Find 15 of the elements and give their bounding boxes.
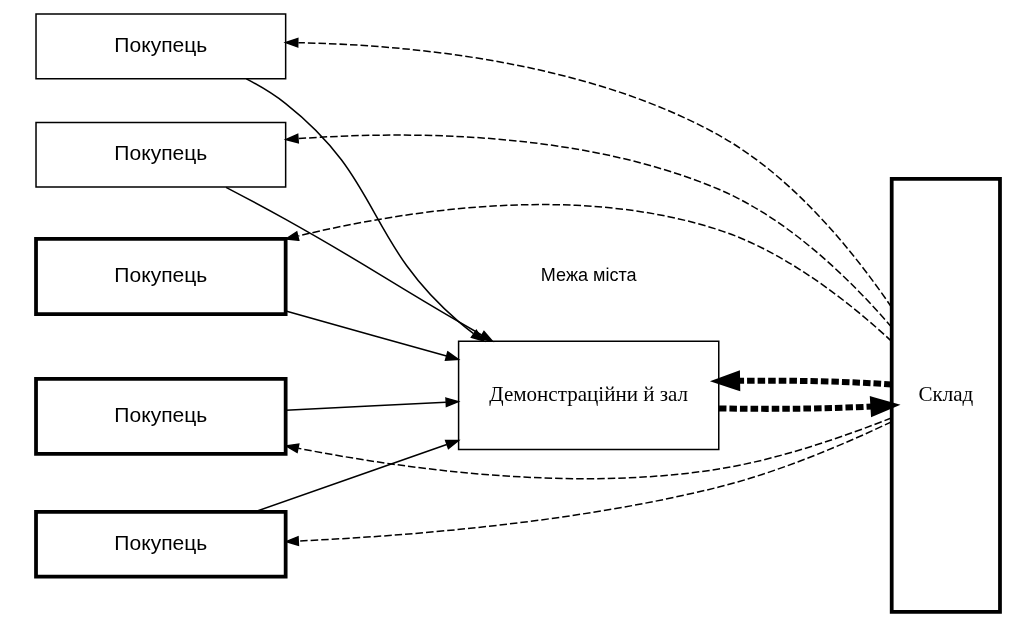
node-box: Покупець <box>35 13 287 80</box>
node-box: Демонстраційни й зал <box>457 340 720 451</box>
arrow <box>283 133 893 328</box>
arrow <box>285 310 461 361</box>
arrow <box>709 370 892 392</box>
arrow <box>283 37 893 308</box>
arrow <box>719 396 901 418</box>
node-box: Покупець <box>34 376 288 456</box>
node-box: Покупець <box>35 121 287 188</box>
arrow <box>254 439 461 513</box>
label: Межа міста <box>540 265 637 286</box>
node-box: Склад <box>889 176 1002 614</box>
node-box: Покупець <box>34 237 288 316</box>
arrow <box>285 397 461 411</box>
node-box: Покупець <box>34 510 288 579</box>
